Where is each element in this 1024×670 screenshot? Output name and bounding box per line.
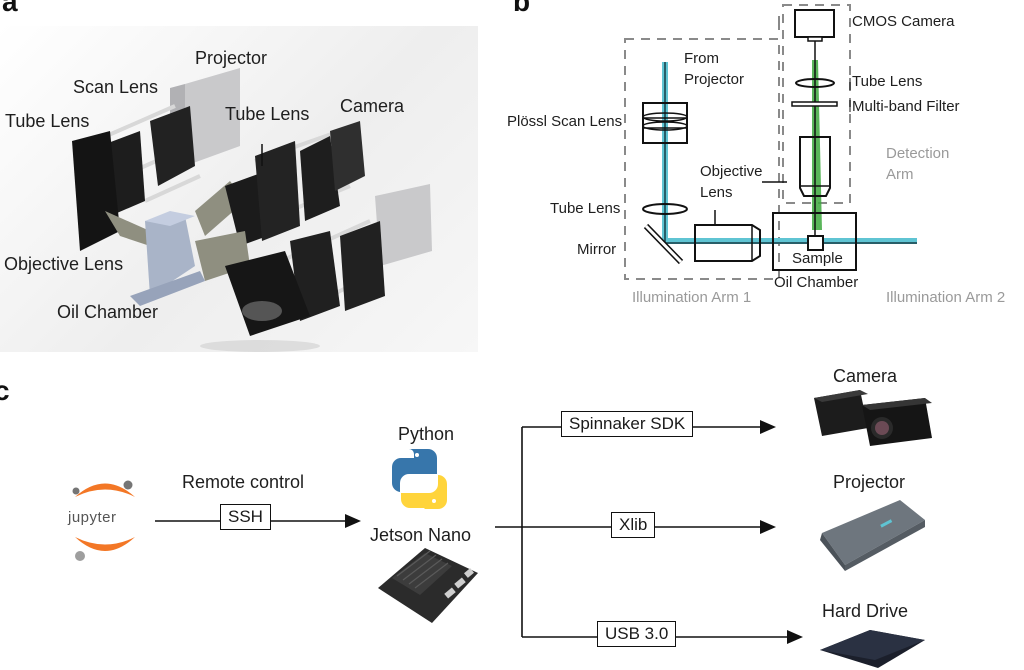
python-icon [391, 449, 447, 509]
label-arm: Arm [886, 166, 914, 183]
panel-c-letter: c [0, 375, 10, 406]
label-scan-lens: Scan Lens [73, 77, 159, 97]
mirror-mount [242, 301, 282, 321]
tube-lens-illumination [642, 203, 688, 215]
plossl-scan-lens [642, 102, 688, 144]
sample [807, 235, 824, 251]
label-projector: Projector [195, 48, 268, 68]
objective-lens-detection [799, 136, 831, 197]
label-multiband-filter: Multi-band Filter [852, 98, 960, 115]
optical-setup-3d-render [72, 68, 432, 352]
label-illumination-arm-1: Illumination Arm 1 [632, 289, 752, 306]
label-mirror: Mirror [577, 241, 617, 258]
jupyter-wordmark: jupyter [68, 509, 117, 526]
cage-plate-center-2 [300, 136, 340, 221]
ssh-arrow-head [345, 514, 361, 528]
xlib-box: Xlib [611, 512, 656, 538]
tube-lens-detection [795, 78, 835, 88]
label-camera-device: Camera [833, 366, 898, 386]
label-sample: Sample [792, 250, 843, 267]
multiband-filter [791, 101, 838, 107]
branch-projector-arrow [760, 520, 776, 534]
optical-schematic [624, 4, 917, 280]
label-oil-chamber: Oil Chamber [57, 302, 159, 322]
cage-plate-center [255, 141, 300, 241]
camera-device-icon [814, 390, 932, 446]
label-tube-lens-left: Tube Lens [5, 111, 90, 131]
illumination-beam-horizontal [662, 238, 917, 244]
cmos-camera [794, 9, 835, 38]
label-detection: Detection [886, 145, 950, 162]
label-oil-chamber-b: Oil Chamber [774, 274, 859, 291]
label-tube-lens-detect: Tube Lens [852, 73, 923, 90]
camera-body [330, 121, 365, 191]
jupyter-icon [72, 480, 135, 561]
label-plossl-scan-lens: Plössl Scan Lens [507, 113, 623, 130]
label-tube-lens-illum: Tube Lens [550, 200, 621, 217]
label-jetson-nano: Jetson Nano [370, 525, 472, 545]
jetson-nano-icon [378, 548, 478, 623]
label-lens: Lens [700, 184, 733, 201]
label-objective-lens: Objective Lens [4, 254, 124, 274]
label-python: Python [398, 424, 455, 444]
cage-plate-scan [150, 106, 195, 186]
projector2-body [375, 184, 432, 266]
branch-camera-arrow [760, 420, 776, 434]
label-projector-device: Projector [833, 472, 906, 492]
illumination-arm-1-box [624, 38, 780, 280]
hard-drive-icon [820, 630, 925, 668]
projector-device-icon [820, 500, 925, 571]
projector-body-top [185, 68, 240, 166]
cube-mount-left [72, 131, 120, 251]
label-hard-drive-device: Hard Drive [822, 601, 909, 621]
spinnaker-sdk-box: Spinnaker SDK [561, 411, 694, 437]
label-tube-lens-center: Tube Lens [225, 104, 310, 124]
panel-a-render [0, 26, 478, 352]
label-from: From [684, 50, 719, 67]
label-objective: Objective [700, 163, 763, 180]
label-projector-b: Projector [684, 71, 745, 88]
usb-box: USB 3.0 [597, 621, 677, 647]
oil-chamber-base [130, 271, 205, 306]
label-illumination-arm-2: Illumination Arm 2 [886, 289, 1006, 306]
panel-b-letter: b [513, 0, 531, 17]
cage-plate-lower [340, 221, 385, 311]
branch-harddrive-arrow [787, 630, 803, 644]
ssh-box: SSH [220, 504, 271, 530]
panel-a-letter: a [2, 0, 18, 17]
label-remote-control: Remote control [182, 472, 305, 492]
label-cmos-camera: CMOS Camera [852, 13, 955, 30]
oil-chamber-top [145, 211, 195, 226]
shadow [200, 340, 320, 352]
oil-chamber [772, 212, 857, 271]
label-camera: Camera [340, 96, 405, 116]
oil-chamber-body [145, 216, 195, 296]
